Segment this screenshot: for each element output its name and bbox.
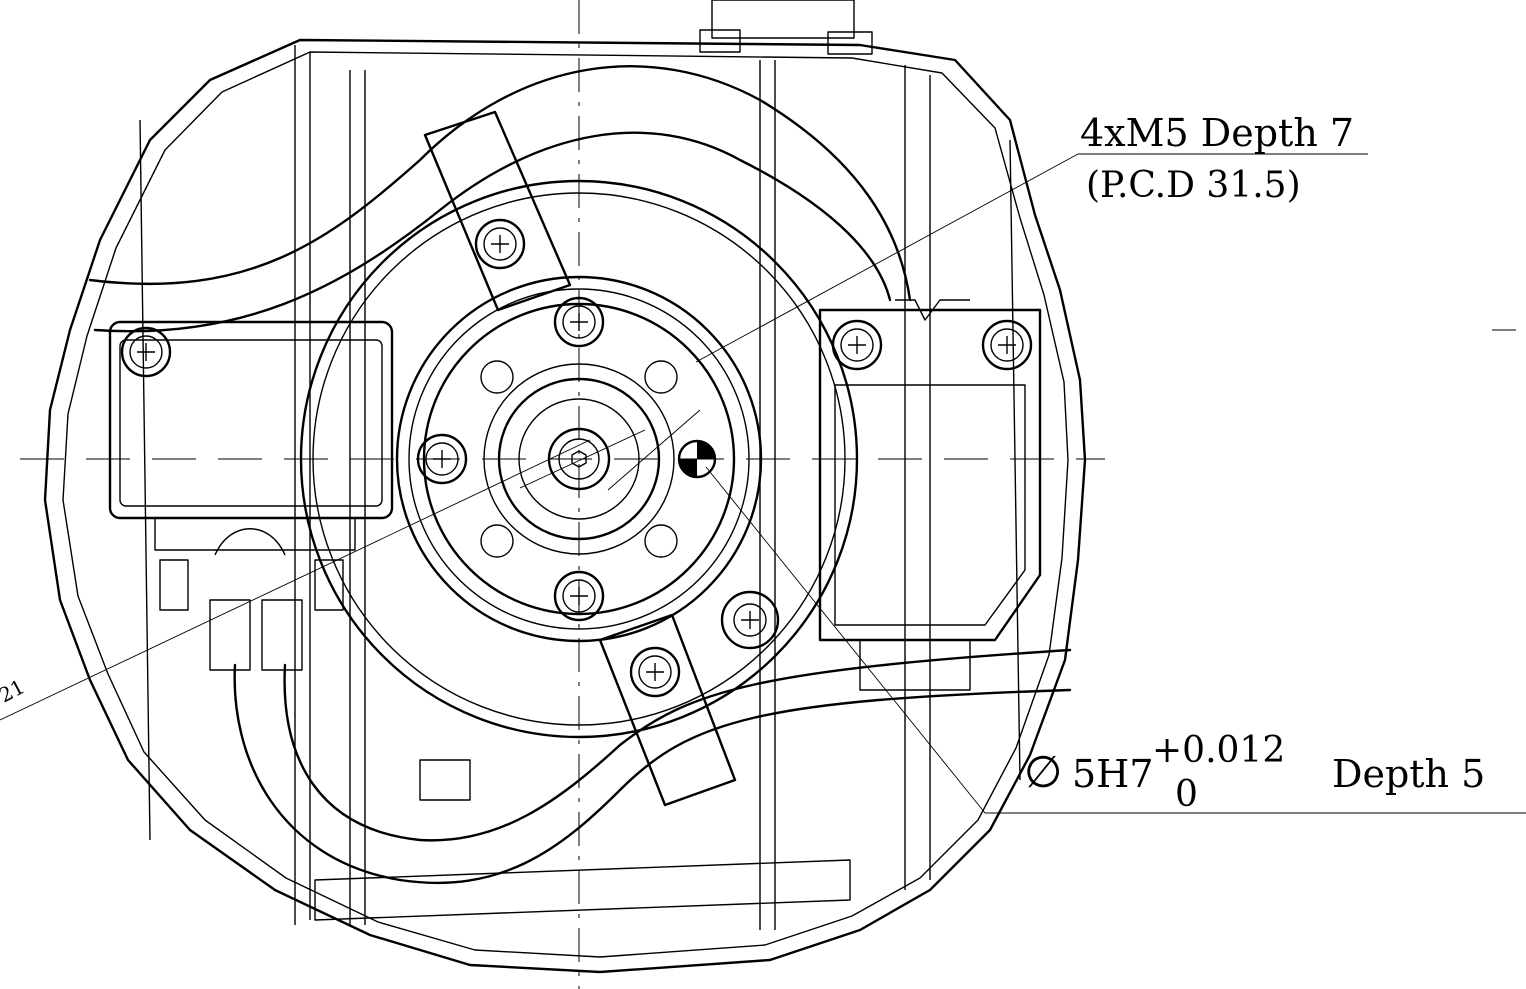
motor-disc (299, 179, 859, 739)
leader-lines (0, 153, 1526, 814)
housing-outline (43, 0, 1087, 974)
right-connector (818, 299, 1042, 691)
annotations: 4xM5 Depth 7 (P.C.D 31.5) ∅ 5H7 +0.012 0… (0, 111, 1485, 815)
pin-hole (677, 439, 717, 479)
hole-depth-label: Depth 5 (1332, 752, 1485, 796)
hole-spec-label: 5H7 (1072, 752, 1154, 796)
center-lines (20, 0, 1516, 989)
tolerance-upper: +0.012 (1152, 730, 1285, 771)
clamp-straps (423, 110, 737, 807)
tapped-holes (480, 360, 678, 558)
diameter-symbol: ∅ (1024, 747, 1062, 798)
cut-label: 21 (0, 674, 29, 707)
tolerance-lower: 0 (1175, 774, 1198, 815)
cable-tube (88, 65, 1072, 885)
left-connector (108, 320, 394, 671)
pcd-label: (P.C.D 31.5) (1086, 165, 1301, 206)
tap-spec-label: 4xM5 Depth 7 (1080, 111, 1354, 155)
screws (120, 218, 1033, 698)
